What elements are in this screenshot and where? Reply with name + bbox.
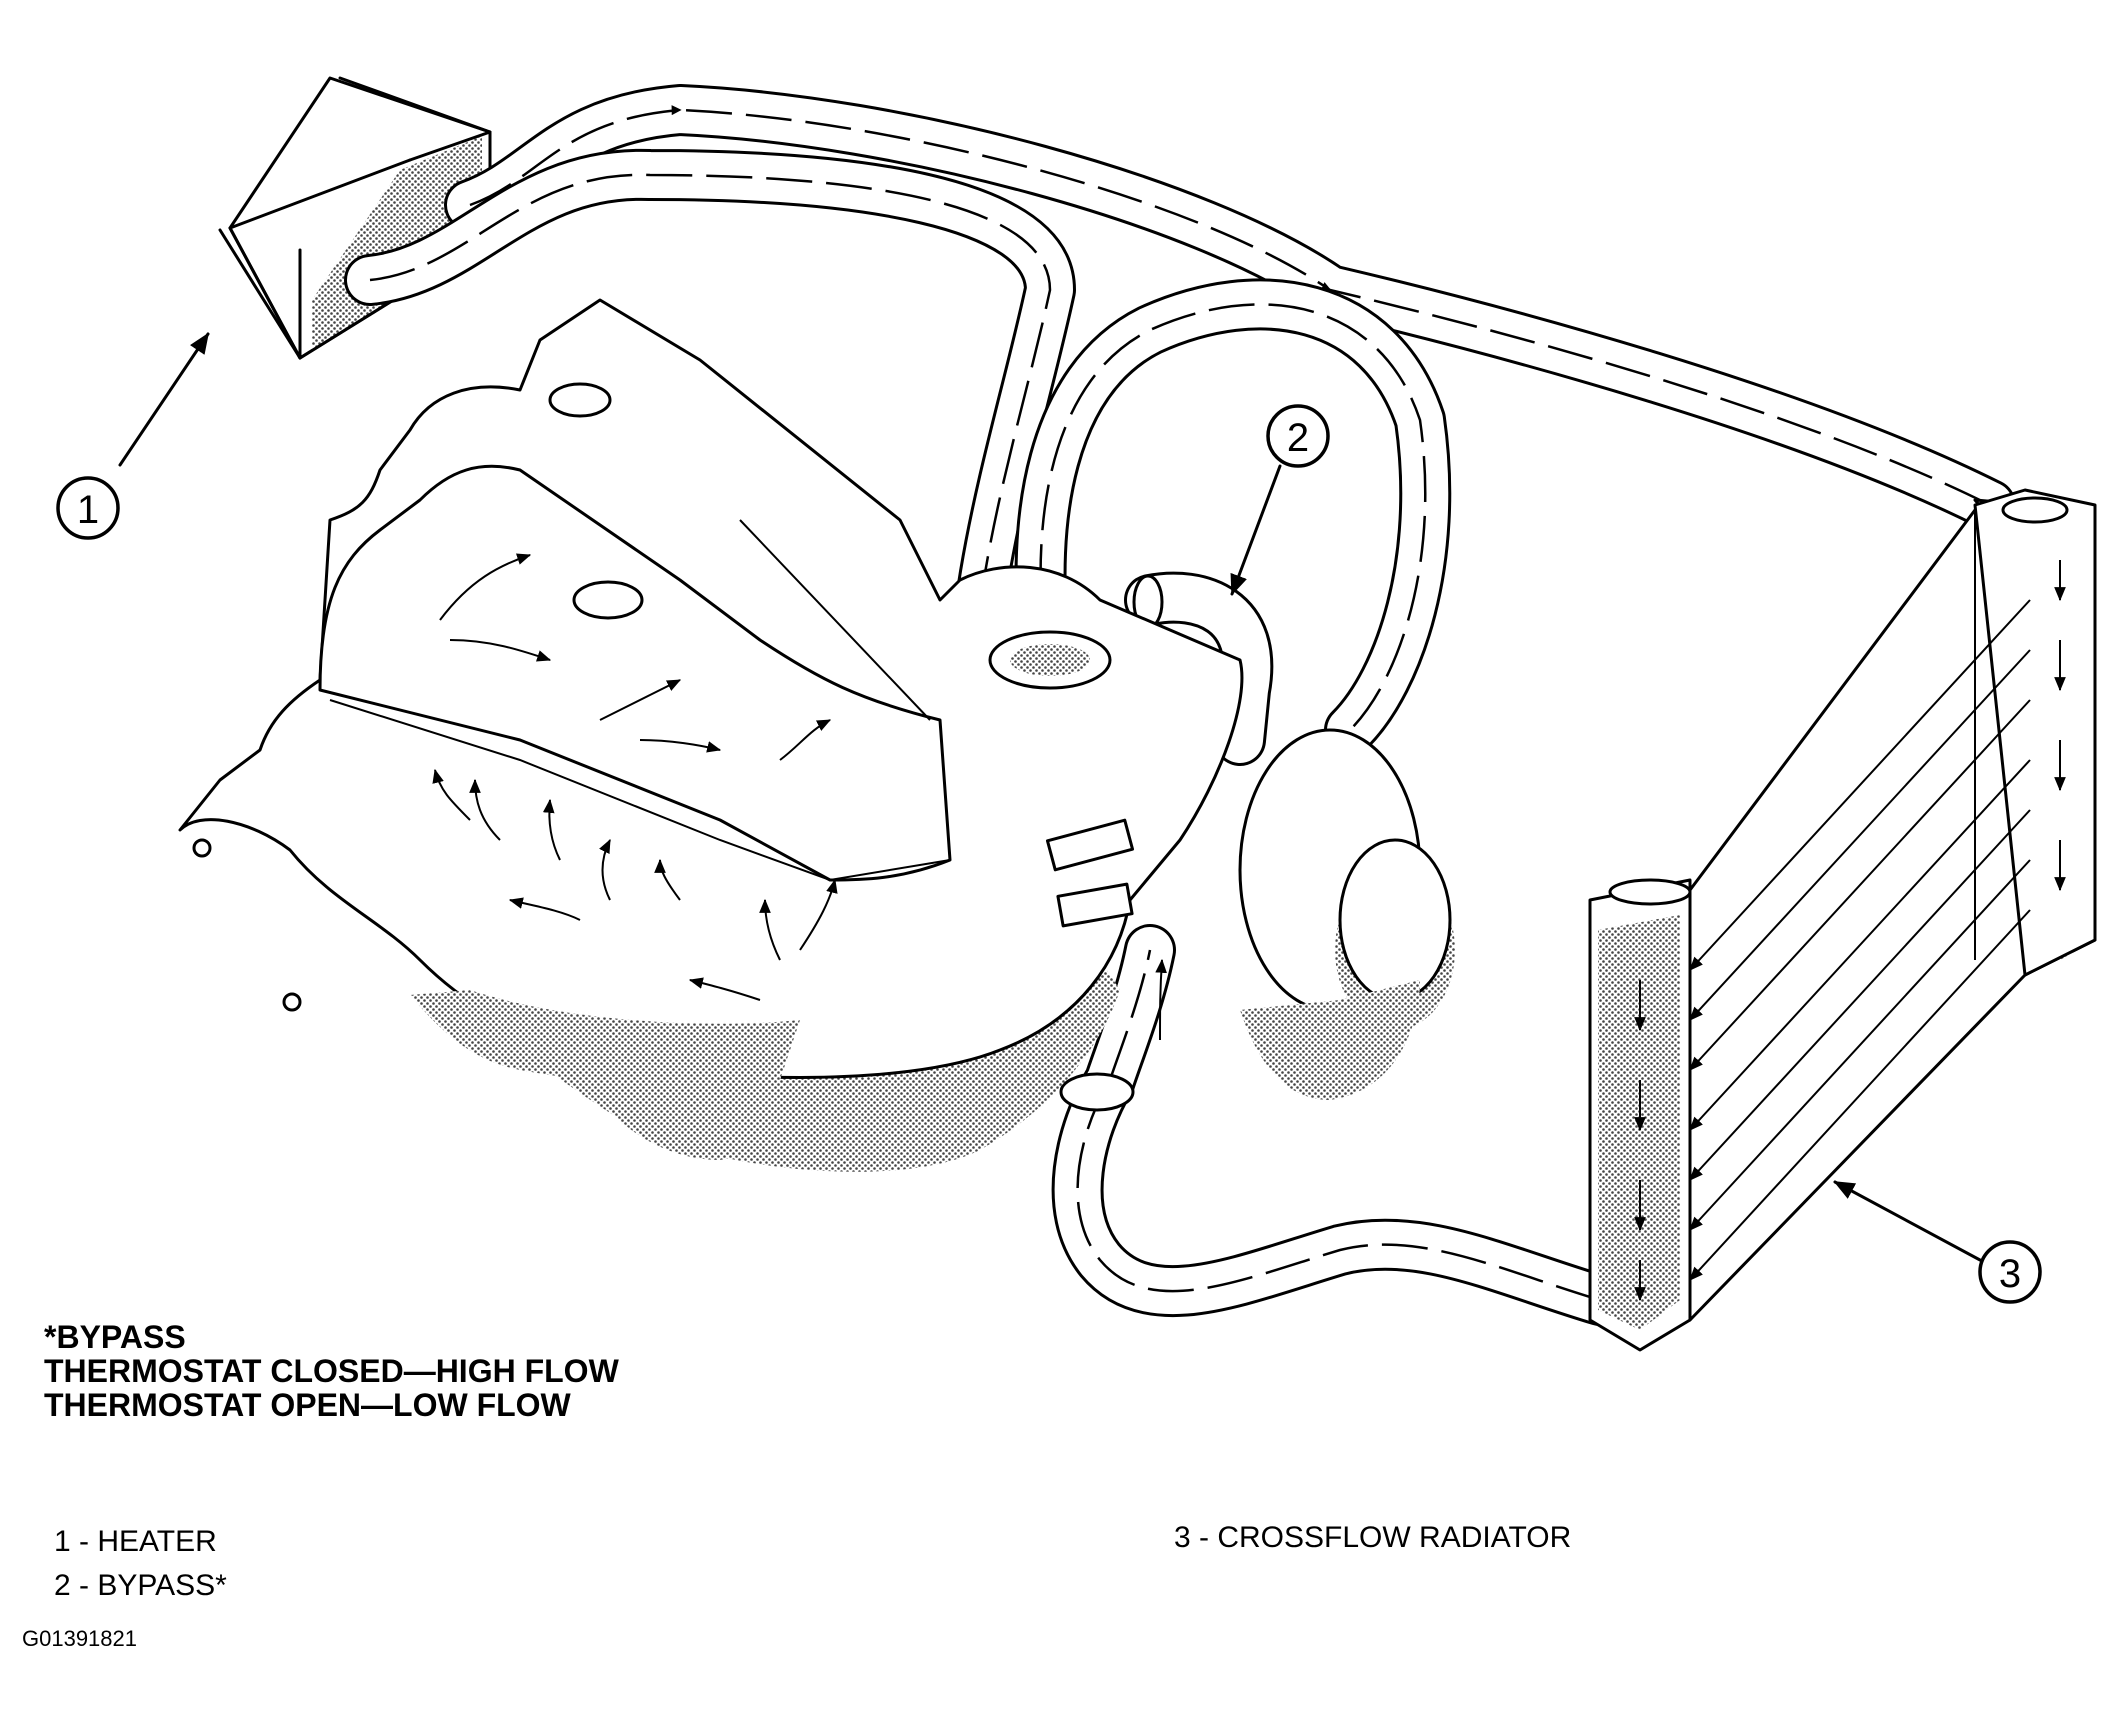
legend-item-heater: 1 - HEATER [54,1525,217,1558]
figure-id: G01391821 [22,1626,137,1651]
callout-3-number: 3 [1999,1252,2021,1296]
callout-2-number: 2 [1287,416,1309,460]
callout-1-number: 1 [77,488,99,532]
engine-flow-arrows [432,553,1167,1041]
legend-right: 3 - CROSSFLOW RADIATOR [1174,1516,1571,1560]
crossflow-radiator [1588,488,2097,1352]
callout-1: 1 [56,332,210,540]
bypass-note: *BYPASS THERMOSTAT CLOSED—HIGH FLOW THER… [44,1320,619,1422]
coolant-hoses [344,84,2016,1326]
bypass-note-title: *BYPASS [44,1319,186,1355]
callout-2: 2 [1230,404,1330,596]
legend-item-radiator: 3 - CROSSFLOW RADIATOR [1174,1521,1572,1554]
callout-3: 3 [1833,1180,2042,1304]
legend-item-bypass: 2 - BYPASS* [54,1569,227,1602]
thermostat-open-note: THERMOSTAT OPEN—LOW FLOW [44,1387,571,1423]
radiator-tubes [1634,560,2066,1302]
engine [178,298,1455,1172]
thermostat-closed-note: THERMOSTAT CLOSED—HIGH FLOW [44,1353,619,1389]
legend-left: 1 - HEATER 2 - BYPASS* [54,1520,227,1608]
